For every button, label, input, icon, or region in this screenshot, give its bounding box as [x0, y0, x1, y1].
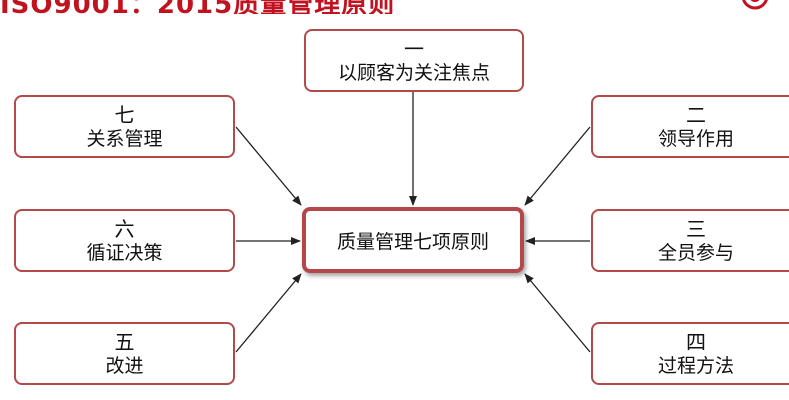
arrow-7: [235, 126, 302, 206]
arrow-5: [235, 273, 302, 353]
principle-label: 全员参与: [657, 241, 734, 264]
principle-number: 四: [686, 329, 706, 354]
principle-label: 改进: [105, 354, 144, 377]
central-label: 质量管理七项原则: [336, 230, 489, 253]
principle-box-2: 二 领导作用: [591, 95, 789, 158]
principle-label: 循证决策: [86, 241, 163, 264]
principle-number: 七: [114, 102, 135, 127]
principle-box-3: 三 全员参与: [591, 209, 789, 272]
principle-box-1: 一 以顾客为关注焦点: [304, 29, 524, 92]
central-principles-box: 质量管理七项原则: [302, 207, 524, 273]
principle-box-5: 五 改进: [14, 322, 235, 385]
principle-number: 五: [114, 329, 135, 354]
slide-title: ISO9001：2015质量管理原则: [0, 0, 395, 14]
principle-label: 领导作用: [657, 127, 734, 150]
principle-number: 三: [686, 216, 706, 241]
principle-number: 一: [404, 36, 424, 61]
title-bar: ISO9001：2015质量管理原则: [0, 0, 789, 14]
principle-box-7: 七 关系管理: [14, 95, 235, 158]
principle-label: 过程方法: [657, 354, 734, 377]
arrow-2: [524, 126, 591, 206]
logo-icon: [742, 0, 768, 10]
principle-number: 六: [114, 216, 135, 241]
principle-box-4: 四 过程方法: [591, 322, 789, 385]
principle-label: 关系管理: [86, 127, 163, 150]
principle-number: 二: [686, 102, 706, 127]
arrow-4: [524, 273, 591, 353]
principle-label: 以顾客为关注焦点: [337, 61, 490, 84]
principle-box-6: 六 循证决策: [14, 209, 235, 272]
